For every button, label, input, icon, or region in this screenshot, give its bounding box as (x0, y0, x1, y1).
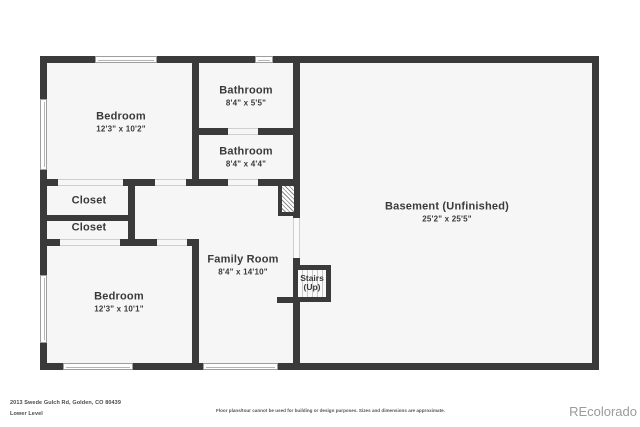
door-opening (58, 179, 123, 186)
wall (47, 239, 60, 246)
door-opening (157, 239, 187, 246)
room-name: Bedroom (96, 110, 146, 123)
window (63, 363, 133, 370)
wall (192, 239, 199, 363)
wall (293, 302, 300, 363)
room-bathroom-lower-label: Bathroom 8'4" x 4'4" (219, 146, 273, 171)
wall (258, 128, 300, 135)
room-name: Bathroom (219, 84, 273, 97)
room-basement-label: Basement (Unfinished) 25'2" x 25'5" (385, 201, 509, 226)
room-dimensions: 12'3" x 10'1" (94, 304, 144, 314)
window (40, 99, 47, 170)
wall (47, 179, 58, 186)
room-name: Closet (71, 221, 107, 234)
room-bedroom-lower-label: Bedroom 12'3" x 10'1" (94, 291, 144, 316)
window (40, 275, 47, 343)
floor-plan (40, 56, 599, 370)
wall (192, 63, 199, 186)
door-opening (60, 239, 120, 246)
stairs-box: Stairs(Up) (293, 265, 331, 302)
room-dimensions: 8'4" x 14'10" (218, 267, 268, 277)
room-name: Bedroom (94, 290, 144, 303)
window (95, 56, 157, 63)
window (203, 363, 278, 370)
wall (293, 63, 300, 218)
room-closet-2-label: Closet (72, 222, 107, 235)
wall (186, 179, 228, 186)
room-family-label: Family Room 8'4" x 14'10" (207, 254, 278, 279)
room-name: Bathroom (219, 145, 273, 158)
room-name: Closet (71, 194, 107, 207)
wall (47, 215, 135, 221)
disclaimer-text: Floor plans/tour cannot be used for buil… (216, 408, 445, 413)
door-opening (228, 179, 258, 186)
window (255, 56, 273, 63)
wall (277, 297, 293, 303)
door-opening (228, 128, 258, 135)
door-opening (293, 218, 300, 258)
chimney-hatch (278, 182, 294, 216)
room-dimensions: 8'4" x 5'5" (225, 98, 267, 108)
wall (123, 179, 155, 186)
room-dimensions: 12'3" x 10'2" (96, 124, 146, 134)
door-opening (155, 179, 186, 186)
room-name: Basement (Unfinished) (385, 200, 509, 213)
watermark: REcolorado (569, 404, 637, 419)
room-name: Family Room (207, 253, 279, 266)
room-bathroom-upper-label: Bathroom 8'4" x 5'5" (219, 85, 273, 110)
room-bedroom-upper-label: Bedroom 12'3" x 10'2" (96, 111, 146, 136)
room-closet-1-label: Closet (72, 195, 107, 208)
wall (293, 258, 300, 265)
room-dimensions: 8'4" x 4'4" (225, 159, 267, 169)
address-text: 2013 Swede Gulch Rd, Golden, CO 80439 (10, 400, 121, 406)
wall (120, 239, 157, 246)
room-dimensions: 25'2" x 25'5" (422, 214, 472, 224)
level-text: Lower Level (10, 411, 43, 417)
wall (199, 128, 228, 135)
stairs-label: Stairs(Up) (300, 272, 324, 293)
